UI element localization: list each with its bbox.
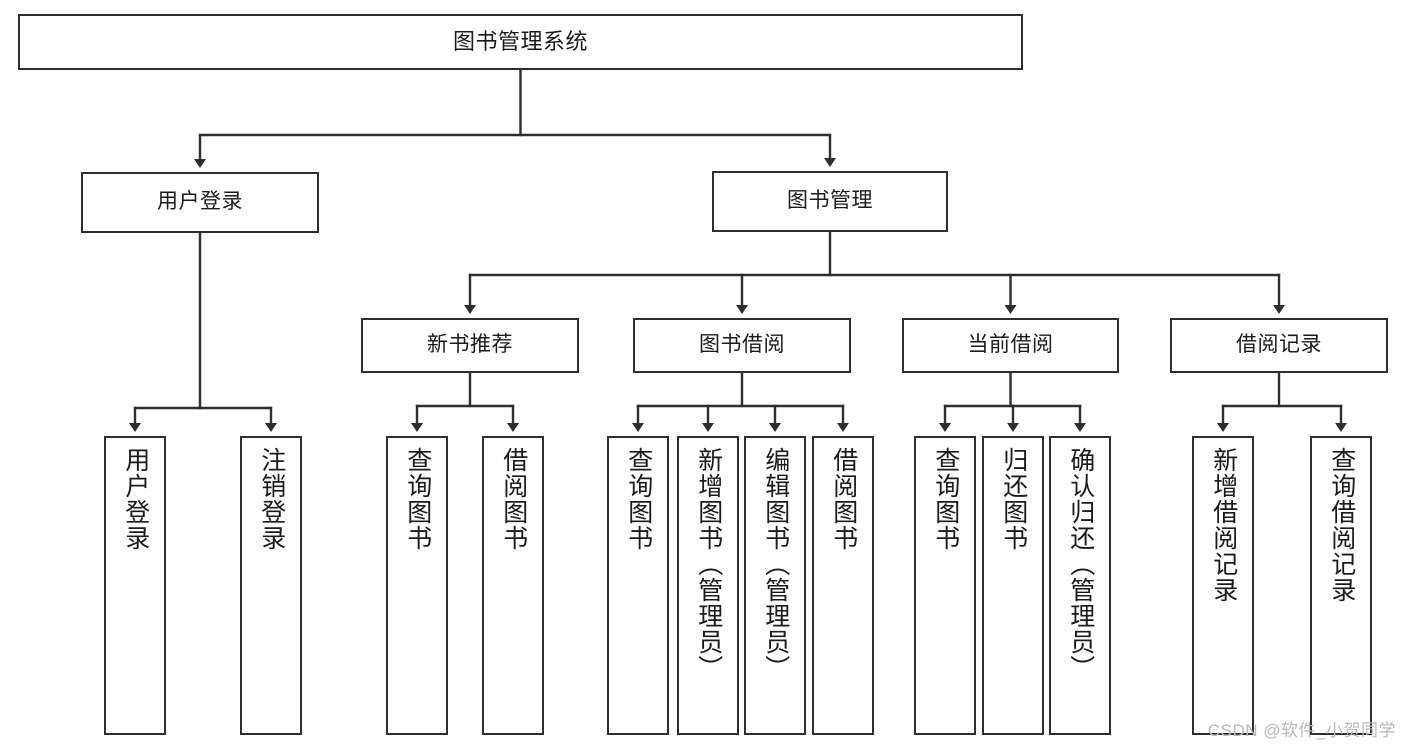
node-l5[interactable]: 查询图书 bbox=[607, 436, 669, 735]
node-label: 图书借阅 bbox=[699, 333, 785, 357]
node-l8[interactable]: 借阅图书 bbox=[812, 436, 874, 735]
node-label: 用户登录 bbox=[121, 447, 150, 551]
node-label: 图书管理 bbox=[787, 189, 873, 213]
node-borrow[interactable]: 图书借阅 bbox=[633, 318, 851, 373]
node-label: 归还图书 bbox=[999, 447, 1028, 551]
node-l13[interactable]: 查询借阅记录 bbox=[1310, 436, 1372, 735]
node-l10[interactable]: 归还图书 bbox=[982, 436, 1044, 735]
node-label: 当前借阅 bbox=[967, 333, 1054, 357]
node-l7[interactable]: 编辑图书（管理员） bbox=[744, 436, 806, 735]
node-label: 借阅记录 bbox=[1236, 333, 1322, 357]
node-l11[interactable]: 确认归还（管理员） bbox=[1049, 436, 1111, 735]
node-label: 编辑图书（管理员） bbox=[761, 447, 790, 681]
node-label: 查询图书 bbox=[624, 447, 653, 551]
node-records[interactable]: 借阅记录 bbox=[1170, 318, 1388, 373]
node-label: 借阅图书 bbox=[829, 447, 858, 551]
node-l9[interactable]: 查询图书 bbox=[914, 436, 976, 735]
node-label: 新书推荐 bbox=[427, 333, 513, 357]
node-label: 确认归还（管理员） bbox=[1066, 447, 1095, 681]
node-label: 借阅图书 bbox=[499, 447, 528, 551]
node-label: 查询借阅记录 bbox=[1327, 447, 1356, 603]
node-l4[interactable]: 借阅图书 bbox=[482, 436, 544, 735]
node-label: 新增图书（管理员） bbox=[694, 447, 723, 681]
node-label: 查询图书 bbox=[403, 447, 432, 551]
node-label: 查询图书 bbox=[931, 447, 960, 551]
node-bookmgr[interactable]: 图书管理 bbox=[712, 171, 948, 232]
node-login[interactable]: 用户登录 bbox=[81, 172, 319, 233]
node-l1[interactable]: 用户登录 bbox=[104, 436, 166, 735]
edge-lines bbox=[129, 68, 1347, 432]
node-l12[interactable]: 新增借阅记录 bbox=[1192, 436, 1254, 735]
node-label: 图书管理系统 bbox=[452, 29, 588, 55]
node-l6[interactable]: 新增图书（管理员） bbox=[677, 436, 739, 735]
node-label: 注销登录 bbox=[257, 447, 286, 551]
node-l3[interactable]: 查询图书 bbox=[386, 436, 448, 735]
node-root[interactable]: 图书管理系统 bbox=[18, 14, 1023, 70]
csdn-watermark: CSDN @软件_小贺同学 bbox=[1207, 721, 1396, 740]
node-label: 新增借阅记录 bbox=[1209, 447, 1238, 603]
node-l2[interactable]: 注销登录 bbox=[240, 436, 302, 735]
node-current[interactable]: 当前借阅 bbox=[902, 318, 1119, 373]
node-label: 用户登录 bbox=[157, 190, 243, 214]
node-newbook[interactable]: 新书推荐 bbox=[361, 318, 579, 373]
